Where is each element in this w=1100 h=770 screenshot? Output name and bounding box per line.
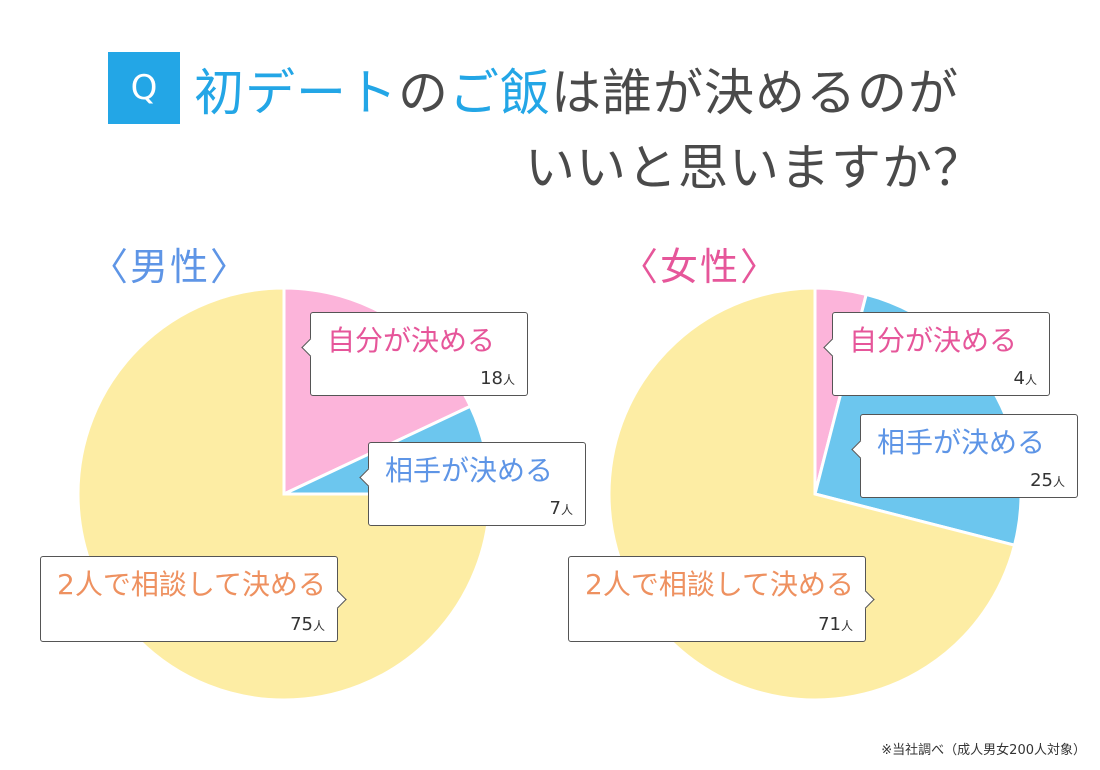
male-callout-self: 自分が決める 18人 — [301, 312, 528, 396]
male-callout-partner: 相手が決める 7人 — [359, 442, 586, 526]
female-chart-title: 〈女性〉 — [620, 245, 781, 289]
male-label-partner: 相手が決める — [385, 454, 554, 487]
male-label-self: 自分が決める — [327, 324, 496, 357]
female-callout-together: 2人で相談して決める 71人 — [568, 556, 875, 642]
female-callout-partner: 相手が決める 25人 — [851, 414, 1078, 498]
female-callout-self: 自分が決める 4人 — [823, 312, 1050, 396]
male-value-self: 18人 — [480, 368, 515, 389]
title-phrase-who-decides: は誰が決めるのが — [551, 64, 959, 122]
male-value-partner: 7人 — [549, 498, 573, 519]
question-title-line-1: 初デートのご飯は誰が決めるのが — [194, 56, 994, 131]
female-value-partner: 25人 — [1030, 470, 1065, 491]
female-label-partner: 相手が決める — [877, 426, 1046, 459]
male-value-together: 75人 — [290, 614, 325, 635]
title-phrase-meal: ご飯 — [449, 64, 551, 122]
question-badge: Q — [108, 52, 180, 124]
question-title-line-2: いいと思いますか？ — [525, 139, 984, 197]
female-label-together: 2人で相談して決める — [585, 568, 854, 601]
male-label-together: 2人で相談して決める — [57, 568, 326, 601]
female-value-self: 4人 — [1013, 368, 1037, 389]
male-callout-together: 2人で相談して決める 75人 — [40, 556, 347, 642]
question-title: 初デートのご飯は誰が決めるのが いいと思いますか？ — [194, 56, 994, 206]
survey-note: ※当社調べ（成人男女200人対象） — [881, 743, 1086, 758]
male-chart-title: 〈男性〉 — [90, 245, 251, 289]
title-phrase-first-date: 初デート — [194, 64, 398, 122]
title-particle-no: の — [398, 64, 449, 122]
female-value-together: 71人 — [818, 614, 853, 635]
female-label-self: 自分が決める — [849, 324, 1018, 357]
